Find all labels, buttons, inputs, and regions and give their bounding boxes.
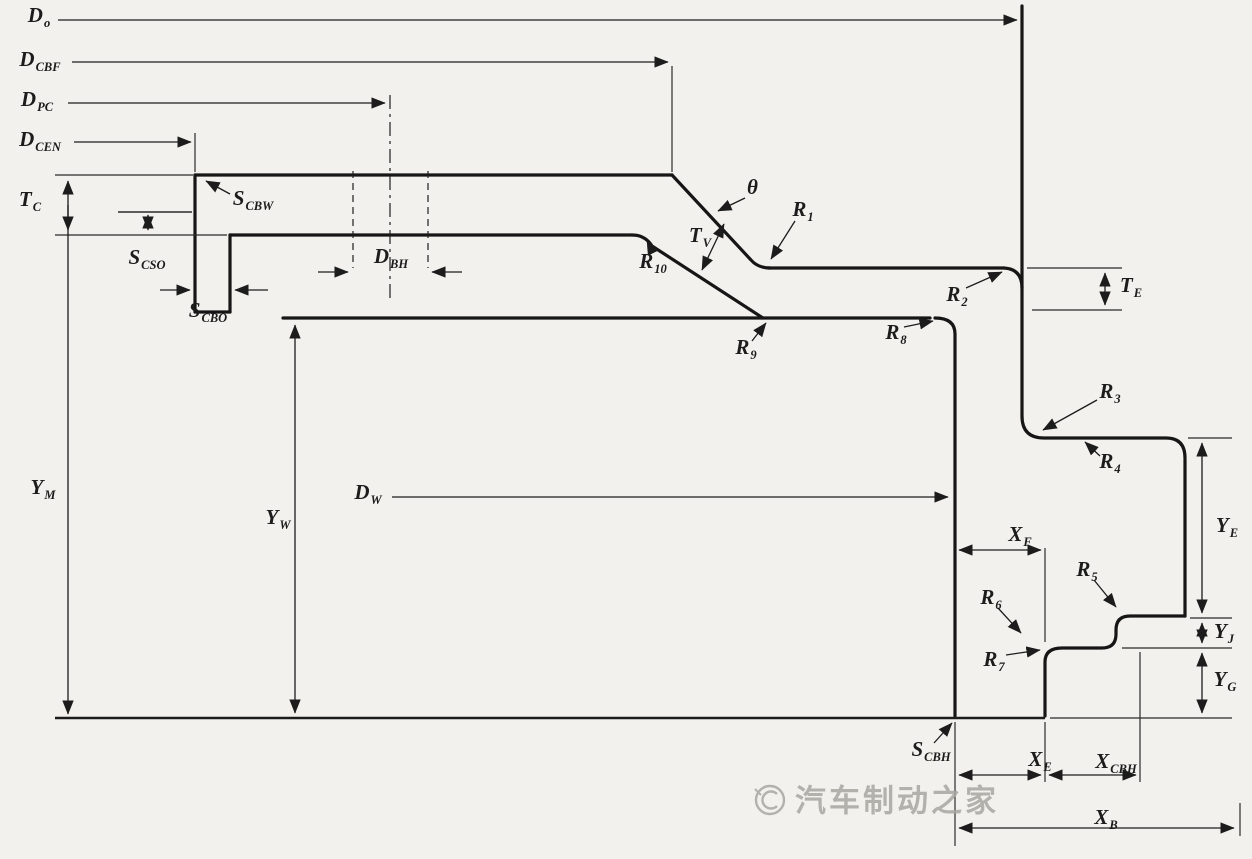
od-corner-fillet xyxy=(1002,266,1024,290)
label-s-cbh: SCBH xyxy=(911,736,951,764)
label-d-cen: DCEN xyxy=(19,126,61,154)
label-r-7: R7 xyxy=(983,646,1005,674)
leader-r-3 xyxy=(1042,399,1098,431)
label-r-5: R5 xyxy=(1076,556,1098,584)
leader-r-4 xyxy=(1084,441,1101,457)
watermark-logo-ring xyxy=(754,784,786,816)
watermark-text: 汽车制动之家 xyxy=(795,783,999,820)
label-y-m: YM xyxy=(30,474,56,502)
leader-t-v xyxy=(701,223,725,271)
leader-r-5 xyxy=(1093,579,1117,608)
leader-s-cbw xyxy=(205,180,231,195)
label-s-cbo: SCBO xyxy=(188,297,228,325)
leader-arrows xyxy=(205,180,1117,744)
part-outline xyxy=(193,4,1187,718)
watermark-logo-glyph xyxy=(761,790,778,810)
leader-r-6 xyxy=(997,607,1022,634)
leader-r-2 xyxy=(965,271,1003,289)
extension-lines xyxy=(55,66,1241,846)
leader-r-7 xyxy=(1005,646,1041,658)
label-y-g: YG xyxy=(1213,666,1237,694)
label-y-w: YW xyxy=(265,504,291,532)
label-r-6: R6 xyxy=(980,584,1002,612)
hub-step-profile xyxy=(1043,614,1187,718)
label-t-v: TV xyxy=(688,222,712,250)
label-d-pc: DPC xyxy=(20,86,54,114)
label-r-9: R9 xyxy=(735,334,757,362)
label-x-cbh: XCBH xyxy=(1095,748,1137,776)
label-d-o: Do xyxy=(27,2,51,30)
label-s-cbw: SCBW xyxy=(232,185,274,213)
label-d-w: DW xyxy=(354,479,382,507)
leader-r-9 xyxy=(751,322,767,342)
label-r-1: R1 xyxy=(792,196,814,224)
label-r-3: R3 xyxy=(1099,378,1121,406)
od-step-profile xyxy=(1020,414,1187,618)
label-r-2: R2 xyxy=(946,281,968,309)
label-r-4: R4 xyxy=(1099,448,1121,476)
leader-r-1 xyxy=(770,220,796,260)
label-d-bh: DBH xyxy=(373,243,409,271)
dimension-lines xyxy=(58,14,1235,834)
label-y-j: YJ xyxy=(1213,618,1235,646)
label-theta: θ xyxy=(747,174,758,199)
inner-wall xyxy=(933,316,957,718)
watermark-logo-tick xyxy=(754,788,762,796)
leader-r-8 xyxy=(903,318,934,330)
leader-theta xyxy=(717,197,746,212)
label-s-cso: SCSO xyxy=(128,244,166,272)
centerlines xyxy=(352,95,429,302)
label-r-8: R8 xyxy=(885,319,907,347)
leader-r-10 xyxy=(646,240,659,256)
label-t-c: TC xyxy=(18,186,42,214)
label-y-e: YE xyxy=(1215,512,1239,540)
label-r-10: R10 xyxy=(639,248,667,276)
label-t-e: TE xyxy=(1119,272,1143,300)
label-x-f: XF xyxy=(1008,521,1032,549)
watermark-logo-icon xyxy=(754,784,786,816)
label-x-b: XB xyxy=(1094,804,1118,832)
leader-s-cbh xyxy=(933,722,953,744)
label-x-e: XE xyxy=(1028,746,1052,774)
label-d-cbf: DCBF xyxy=(19,46,61,74)
